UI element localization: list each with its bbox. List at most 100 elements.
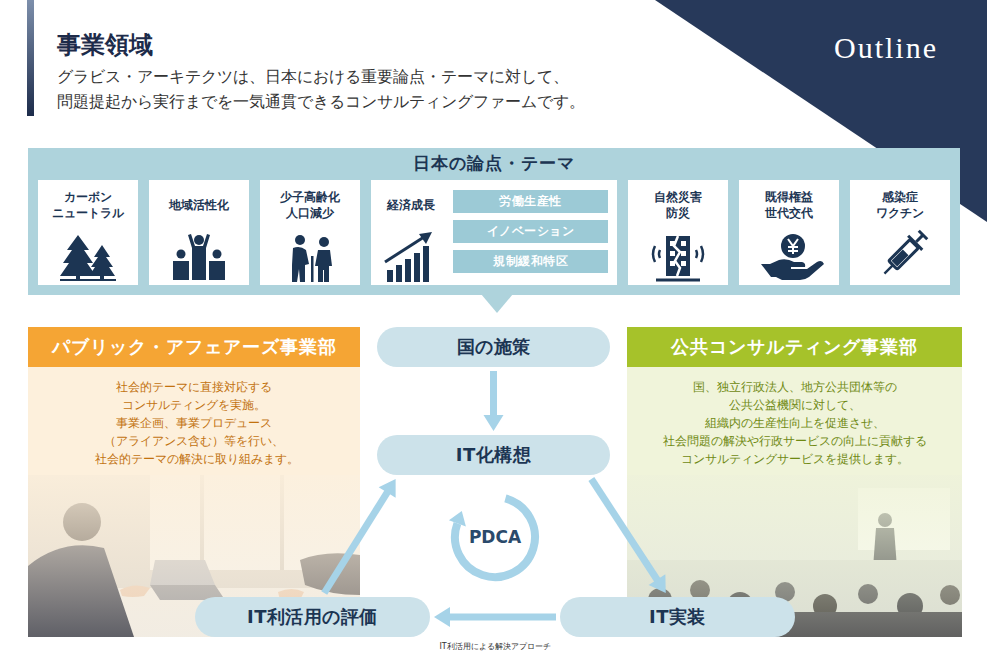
theme-icon: [648, 232, 708, 284]
theme-card: カーボン ニュートラル: [38, 180, 138, 285]
subtitle-line: 問題提起から実行までを一気通貫できるコンサルティングファームです。: [57, 93, 585, 112]
panel-body: 国、独立行政法人、地方公共団体等の 公共公益機関に対して、 組織内の生産性向上を…: [627, 367, 962, 475]
pdca-cycle: PDCA: [447, 489, 543, 585]
circle-shape: [319, 237, 329, 247]
card-label: 経済成長: [387, 198, 435, 214]
circle-shape: [194, 235, 204, 245]
card-label: 少子高齢化 人口減少: [280, 190, 340, 221]
figure-caption: IT利活用による解決アプローチ: [345, 642, 645, 652]
path-shape: [385, 237, 424, 262]
rect-shape: [396, 265, 402, 282]
circle-shape: [213, 250, 222, 259]
card-label: 地域活性化: [169, 198, 229, 214]
theme-card: 感染症 ワクチン: [850, 180, 950, 285]
card-label: 既得権益 世代交代: [765, 190, 813, 221]
polygon-shape: [449, 511, 466, 526]
theme-card: 自然災害 防災: [628, 180, 728, 285]
path-shape: [666, 236, 690, 276]
subtitle-line: グラビス・アーキテクツは、日本における重要論点・テーマに対して、: [57, 68, 569, 87]
arrow-shaft: [324, 490, 389, 593]
flow-arrow: [484, 371, 504, 431]
panel-description: 社会的テーマに直接対応する コンサルティングを実施。 事業企画、事業プロデュース…: [95, 378, 293, 468]
theme-card: 地域活性化: [149, 180, 249, 285]
icon-holder: [280, 232, 340, 284]
process-pill: IT化構想: [377, 435, 610, 475]
theme-icon: [58, 232, 118, 284]
card-label: 感染症 ワクチン: [876, 190, 924, 221]
theme-icon: [759, 232, 819, 284]
path-shape: [292, 247, 309, 282]
sub-theme-label: 規制緩和特区: [453, 250, 608, 273]
path-shape: [209, 261, 225, 280]
rect-shape: [907, 235, 923, 251]
card-label: 自然災害 防災: [654, 190, 702, 221]
icon-holder: [381, 232, 441, 284]
arrow-shaft: [447, 614, 556, 621]
division-panel: 公共コンサルティング事業部国、独立行政法人、地方公共団体等の 公共公益機関に対し…: [627, 327, 962, 475]
flow-arrow: [434, 607, 556, 627]
rect-shape: [387, 270, 393, 282]
flow-arrow: [324, 479, 395, 593]
panel-heading: 公共コンサルティング事業部: [627, 327, 962, 367]
g-shape: [877, 227, 931, 281]
arrow-head: [379, 479, 396, 498]
theme-icon: [169, 232, 229, 284]
band-pointer: [481, 294, 513, 313]
flow-arrow: [591, 479, 665, 593]
card-label-area: 既得権益 世代交代: [739, 182, 839, 230]
theme-icon: [870, 232, 930, 284]
arrow-head: [649, 574, 666, 593]
path-shape: [674, 236, 680, 276]
theme-band: 日本の論点・テーマカーボン ニュートラル 地域活性化 少子高齢化 人口減少 経済成長 労…: [28, 148, 960, 295]
theme-card: 少子高齢化 人口減少: [260, 180, 360, 285]
path-shape: [656, 279, 700, 282]
page-title: 事業領域: [57, 31, 153, 60]
icon-holder: [870, 232, 930, 284]
card-label-area: 感染症 ワクチン: [850, 182, 950, 230]
circle-shape: [295, 235, 305, 245]
path-shape: [788, 239, 798, 254]
section-word: Outline: [834, 30, 938, 66]
path-shape: [188, 234, 210, 280]
icon-holder: [759, 232, 819, 284]
theme-card: 既得権益 世代交代: [739, 180, 839, 285]
arrow-shaft: [490, 371, 497, 418]
theme-icon: [280, 232, 340, 284]
pill-label: 国の施策: [457, 336, 531, 358]
pill-label: IT利活用の評価: [247, 606, 378, 628]
rect-shape: [889, 240, 919, 270]
process-pill: 国の施策: [377, 327, 610, 367]
card-label-area: 経済成長: [371, 182, 451, 230]
icon-holder: [58, 232, 118, 284]
sub-theme-label: 労働生産性: [453, 190, 608, 213]
rect-shape: [918, 230, 929, 241]
rect-shape: [311, 256, 314, 282]
card-label: カーボン ニュートラル: [52, 190, 124, 221]
rect-shape: [414, 253, 420, 282]
card-label-area: カーボン ニュートラル: [38, 182, 138, 230]
pill-label: IT実装: [649, 606, 706, 628]
panel-description: 国、独立行政法人、地方公共団体等の 公共公益機関に対して、 組織内の生産性向上を…: [661, 378, 929, 468]
pill-label: IT化構想: [456, 444, 531, 466]
card-label-area: 少子高齢化 人口減少: [260, 182, 360, 230]
accent-bar: [27, 0, 34, 116]
cycle-label: PDCA: [469, 527, 521, 547]
theme-card: 経済成長 労働生産性イノベーション規制緩和特区: [371, 180, 617, 285]
theme-icon: [381, 232, 441, 284]
path-shape: [455, 498, 535, 577]
band-heading: 日本の論点・テーマ: [28, 153, 960, 173]
process-pill: IT実装: [560, 597, 795, 637]
polygon-shape: [419, 232, 432, 244]
arrow-head: [434, 607, 450, 627]
process-pill: IT利活用の評価: [195, 597, 430, 637]
panel-body: 社会的テーマに直接対応する コンサルティングを実施。 事業企画、事業プロデュース…: [28, 367, 360, 475]
sub-theme-label: イノベーション: [453, 220, 608, 243]
icon-holder: [169, 232, 229, 284]
card-label-area: 地域活性化: [149, 182, 249, 230]
path-shape: [653, 246, 703, 262]
circle-shape: [781, 234, 805, 258]
path-shape: [173, 261, 189, 280]
sub-theme-box: 規制緩和特区: [453, 250, 608, 273]
arrow-shaft: [591, 479, 658, 582]
